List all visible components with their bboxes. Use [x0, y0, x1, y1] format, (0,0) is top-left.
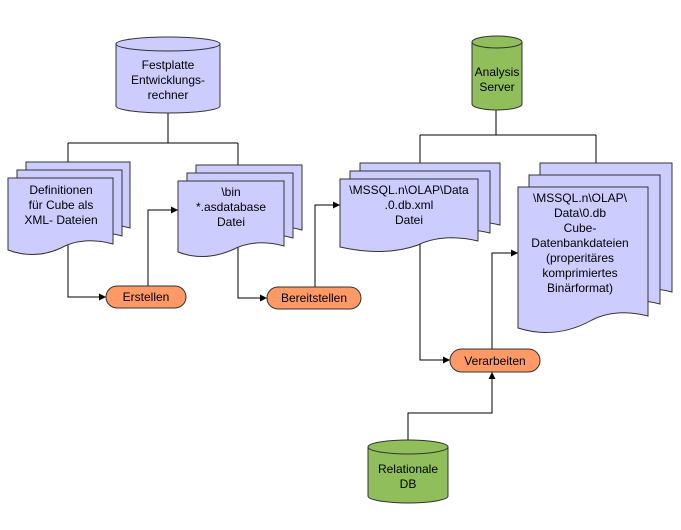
bin-line-1: \bin: [221, 185, 240, 199]
analysis-server-cylinder: Analysis Server: [471, 35, 523, 111]
bin-documents: \bin *.asdatabase Datei: [177, 164, 303, 257]
analysis-server-line-1: Analysis: [475, 65, 520, 79]
festplatte-cylinder: Festplatte Entwicklungs- rechner: [115, 36, 221, 114]
cube-files-line-1: \MSSQL.n\OLAP\: [533, 191, 628, 205]
definitionen-documents: Definitionen für Cube als XML- Dateien: [7, 161, 131, 255]
festplatte-line-2: Entwicklungs-: [131, 73, 205, 87]
bereitstellen-label: Bereitstellen: [281, 291, 347, 305]
relationale-db-line-2: DB: [400, 477, 417, 491]
erstellen-process: Erstellen: [105, 285, 187, 309]
cube-files-line-4: Datenbankdateien: [531, 236, 628, 250]
mssql-xml-line-3: Datei: [395, 213, 423, 227]
verarbeiten-process: Verarbeiten: [449, 348, 541, 373]
bereitstellen-process: Bereitstellen: [266, 286, 362, 310]
mssql-xml-line-1: \MSSQL.n\OLAP\Data: [349, 183, 469, 197]
bin-line-2: *.asdatabase: [196, 200, 266, 214]
cube-files-line-7: Binärformat): [547, 281, 613, 295]
definitionen-line-2: für Cube als: [29, 198, 94, 212]
definitionen-line-1: Definitionen: [29, 183, 92, 197]
mssql-xml-line-2: .0.db.xml: [385, 198, 434, 212]
cube-files-line-2: Data\0.db: [554, 206, 606, 220]
cube-files-documents: \MSSQL.n\OLAP\ Data\0.db Cube- Datenbank…: [517, 162, 673, 333]
bin-line-3: Datei: [217, 215, 245, 229]
analysis-server-line-2: Server: [479, 80, 514, 94]
cube-files-line-6: komprimiertes: [542, 266, 617, 280]
festplatte-line-1: Festplatte: [142, 58, 195, 72]
cube-files-line-3: Cube-: [564, 221, 597, 235]
definitionen-line-3: XML- Dateien: [24, 213, 97, 227]
connectors: [67, 110, 597, 440]
verarbeiten-label: Verarbeiten: [464, 354, 525, 368]
relationale-db-cylinder: Relationale DB: [367, 439, 449, 504]
mssql-xml-documents: \MSSQL.n\OLAP\Data .0.db.xml Datei: [339, 162, 501, 253]
relationale-db-line-1: Relationale: [378, 462, 438, 476]
cube-files-line-5: (properitäres: [546, 251, 614, 265]
erstellen-label: Erstellen: [123, 290, 170, 304]
festplatte-line-3: rechner: [148, 88, 189, 102]
